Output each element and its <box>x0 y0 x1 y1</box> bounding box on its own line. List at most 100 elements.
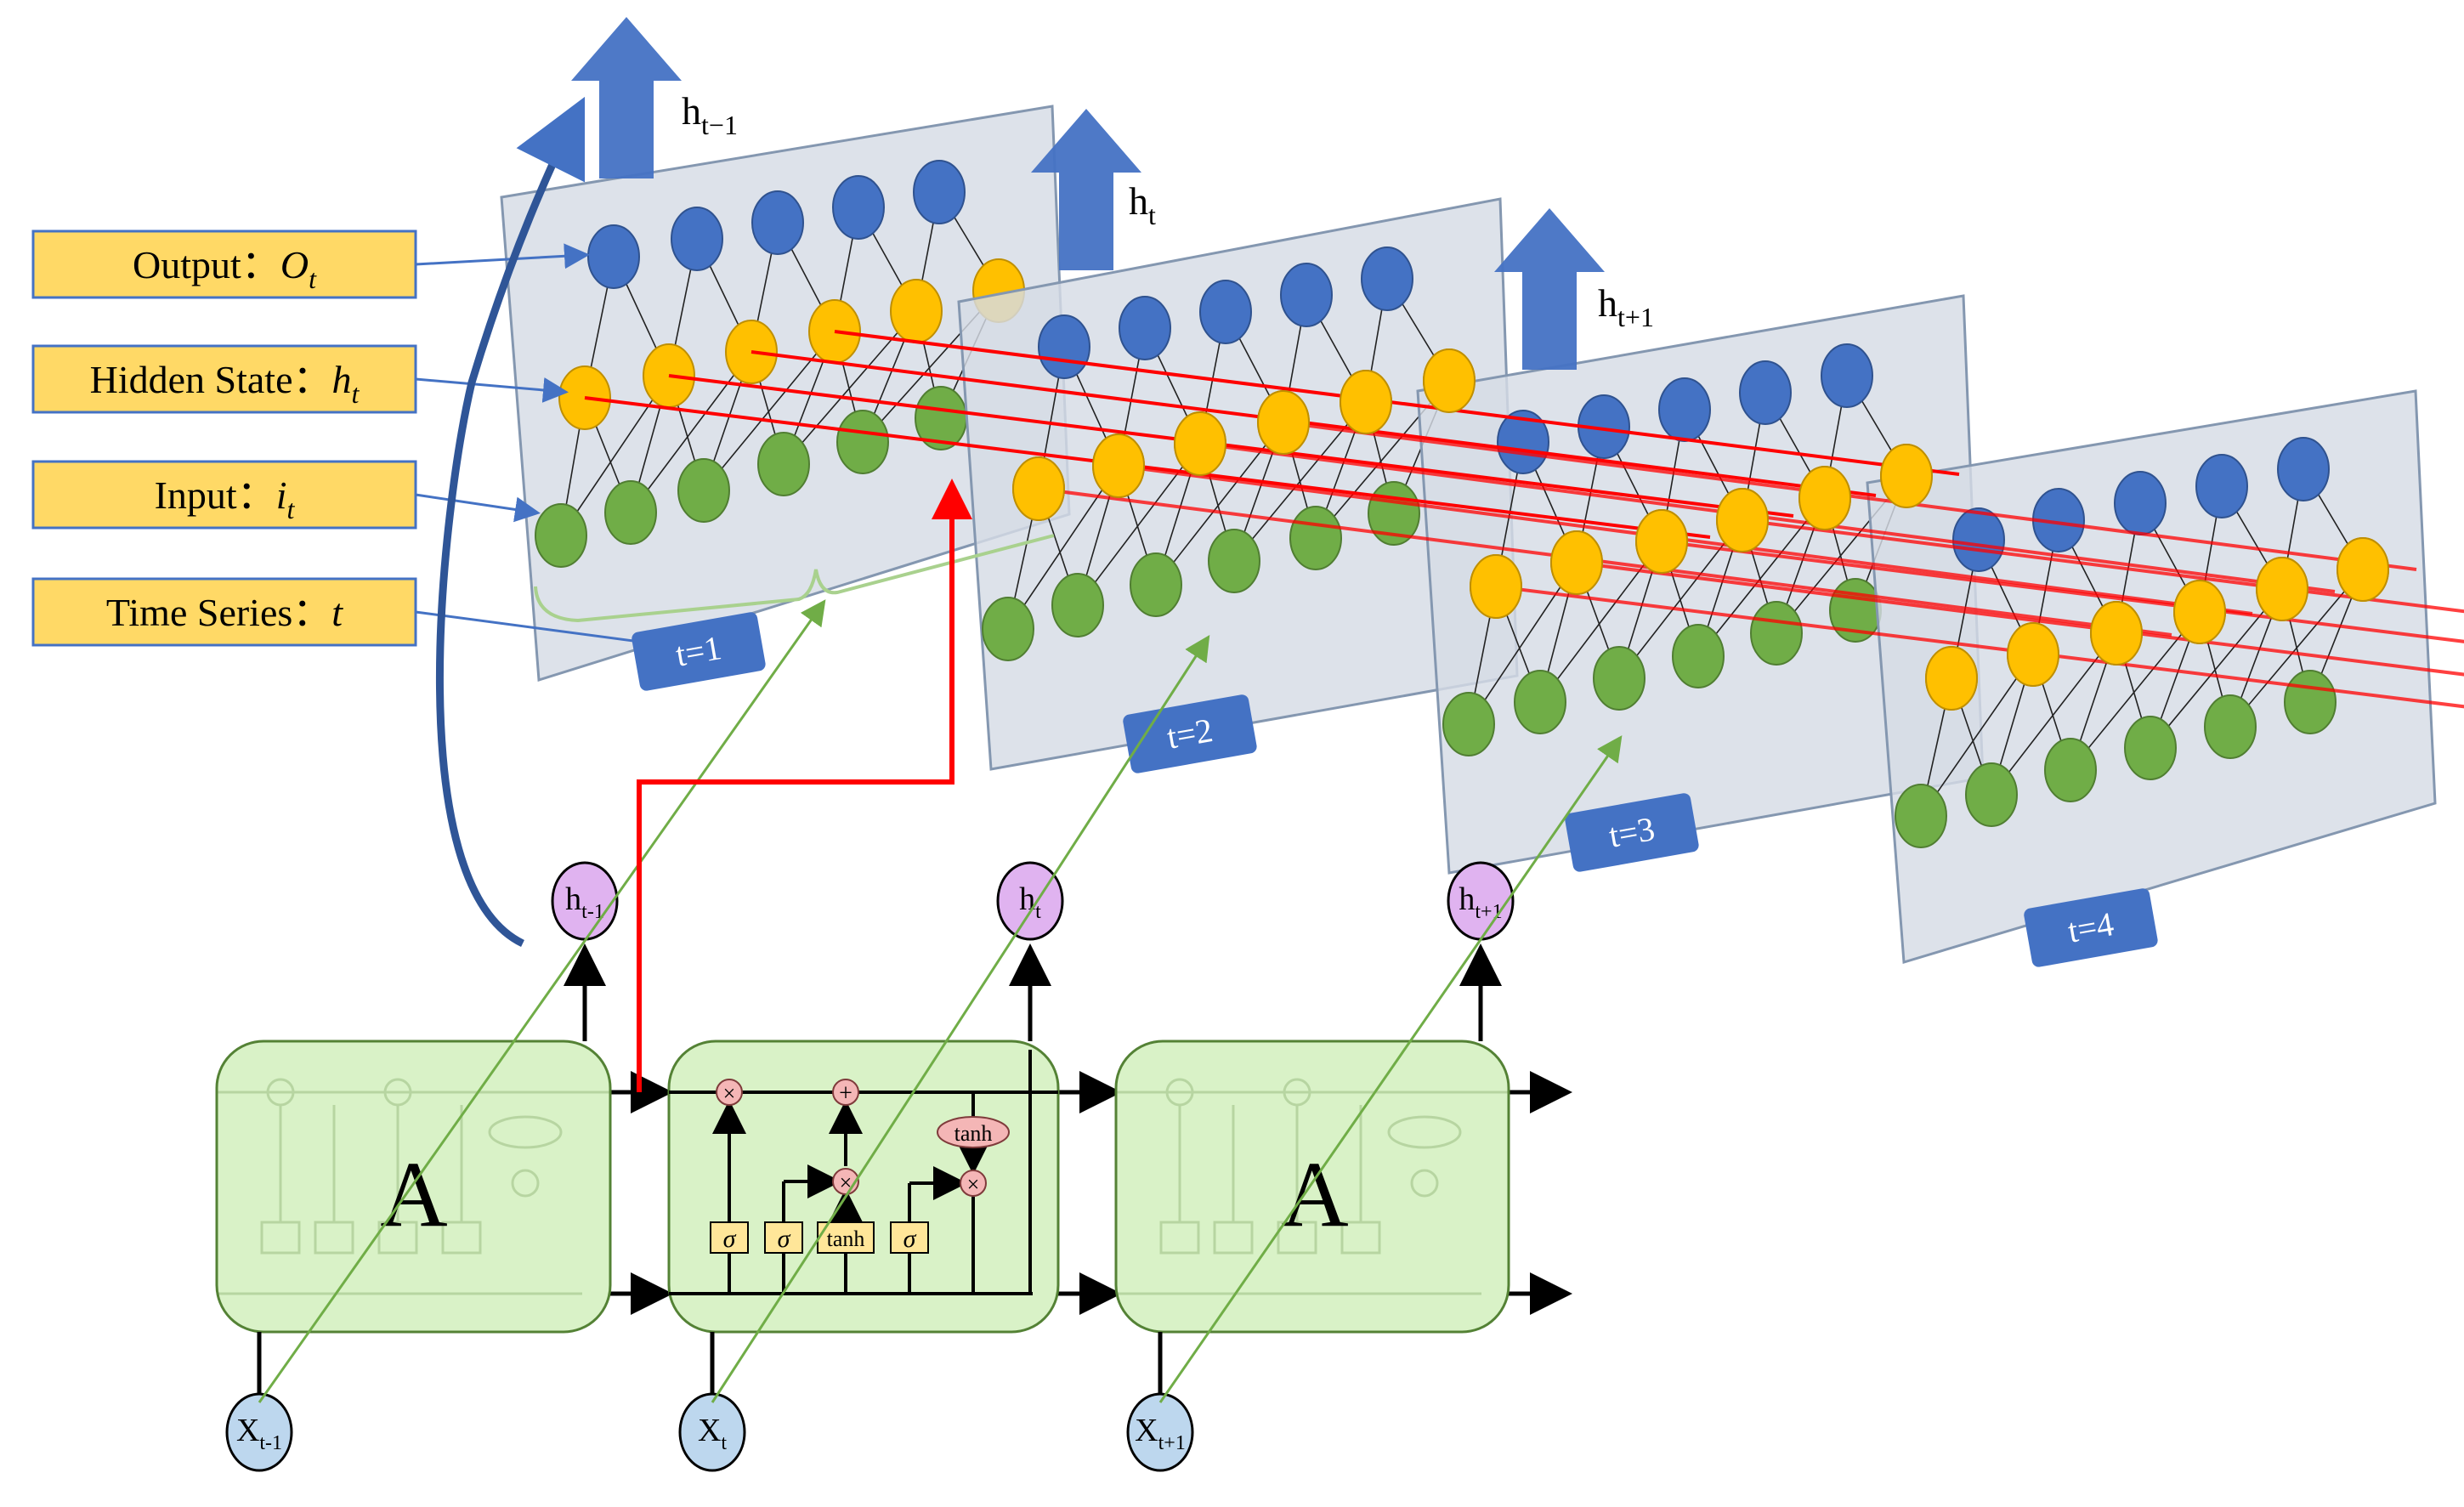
time-tags: t=1 t=2 t=3 t=4 <box>632 612 2158 967</box>
svg-text:Xt: Xt <box>698 1413 727 1454</box>
time-step-networks <box>500 105 2464 964</box>
svg-text:Time Series：t: Time Series：t <box>106 591 343 634</box>
svg-text:Hidden State：ht: Hidden State：ht <box>90 358 360 409</box>
input-node <box>677 458 730 523</box>
output-node <box>1361 246 1413 311</box>
hidden-node <box>1880 444 1933 508</box>
output-node <box>1821 343 1873 408</box>
input-node <box>2044 738 2097 802</box>
hidden-node <box>1174 411 1226 476</box>
hidden-node <box>2337 537 2389 602</box>
hidden-node <box>1423 348 1476 413</box>
svg-text:ht: ht <box>1129 179 1156 230</box>
svg-text:+: + <box>839 1080 852 1107</box>
legend-hidden-state: Hidden State：ht <box>31 344 417 414</box>
input-node <box>535 503 587 568</box>
x-node-current: Xt <box>678 1392 746 1472</box>
svg-text:σ: σ <box>723 1225 737 1253</box>
legend-pointers <box>415 243 677 656</box>
hidden-state-transfer-line <box>637 479 972 1092</box>
output-node <box>1280 263 1333 327</box>
lstm-cell-current <box>667 1040 1060 1334</box>
svg-text:σ: σ <box>778 1225 791 1253</box>
network-t1 <box>500 105 1071 682</box>
output-node <box>1038 314 1090 379</box>
output-node <box>1119 296 1171 360</box>
hidden-node <box>2007 622 2059 687</box>
arrow-label-h-prev: ht−1 <box>682 89 738 140</box>
output-node <box>1199 280 1252 344</box>
svg-text:×: × <box>840 1170 852 1195</box>
svg-text:t=3: t=3 <box>1606 809 1658 855</box>
output-node <box>671 207 723 271</box>
hidden-node <box>1635 509 1688 574</box>
cell-label-a-left: A <box>380 1142 447 1246</box>
output-up-arrows <box>571 17 1605 370</box>
hidden-node <box>2173 580 2226 644</box>
output-node <box>832 175 885 240</box>
svg-text:t=4: t=4 <box>2065 904 2117 950</box>
svg-text:σ: σ <box>903 1225 917 1253</box>
input-node <box>1514 670 1566 734</box>
hidden-node <box>1925 646 1978 711</box>
output-node <box>1739 360 1792 425</box>
svg-text:Xt+1: Xt+1 <box>1135 1413 1186 1454</box>
network-overlay-t2 <box>1012 348 1476 521</box>
hidden-node <box>2256 557 2308 621</box>
input-node <box>2124 716 2177 780</box>
cell-label-a-right: A <box>1281 1142 1348 1246</box>
x-node-next: Xt+1 <box>1126 1392 1194 1472</box>
svg-text:tanh: tanh <box>827 1227 865 1251</box>
hidden-node <box>1257 390 1310 455</box>
input-node <box>2204 694 2257 759</box>
input-node <box>1442 692 1495 756</box>
time-tag-1: t=1 <box>632 612 766 691</box>
input-node <box>1208 529 1260 593</box>
input-node <box>1965 762 2018 827</box>
arrow-label-h-cur: ht <box>1129 179 1156 230</box>
input-mapping-lines <box>258 599 1623 1403</box>
h-node-next: ht+1 <box>1447 861 1515 941</box>
hidden-node <box>1550 530 1603 595</box>
hidden-node <box>1340 370 1392 434</box>
output-node <box>587 224 640 289</box>
arrow-label-h-next: ht+1 <box>1598 281 1654 332</box>
input-node <box>1895 784 1947 848</box>
time-tag-4: t=4 <box>2024 888 2158 967</box>
output-node <box>1952 507 2005 572</box>
svg-text:t=2: t=2 <box>1164 711 1216 756</box>
svg-text:tanh: tanh <box>954 1121 993 1146</box>
svg-text:ht−1: ht−1 <box>682 89 738 140</box>
hidden-node <box>1092 433 1145 498</box>
h-node-prev: ht-1 <box>551 861 619 941</box>
output-node <box>751 190 804 255</box>
output-node <box>1497 410 1549 474</box>
output-node <box>1658 377 1711 442</box>
input-node <box>757 432 810 496</box>
hidden-node <box>1798 466 1851 530</box>
input-node <box>2284 670 2337 734</box>
lstm-cell-internals: × + × × tanh σ σ tanh σ <box>669 1050 1058 1295</box>
input-node <box>1289 506 1342 570</box>
legend-time-series: Time Series：t <box>31 577 417 647</box>
lstm-cell-prev <box>215 1040 612 1334</box>
legend-output: Output：Ot <box>31 229 417 299</box>
svg-text:ht+1: ht+1 <box>1598 281 1654 332</box>
input-node <box>1750 601 1803 666</box>
svg-text:×: × <box>723 1081 736 1106</box>
input-node <box>982 597 1034 661</box>
network-overlay-t4 <box>1925 537 2389 711</box>
input-node <box>1672 624 1725 688</box>
lstm-chain: A A <box>215 861 1572 1472</box>
time-tag-2: t=2 <box>1123 694 1257 773</box>
output-up-arrow <box>1494 208 1605 370</box>
network-overlay-t3 <box>1470 444 1933 619</box>
svg-text:Output：Ot: Output：Ot <box>133 243 317 294</box>
hidden-node <box>2090 601 2143 666</box>
svg-text:×: × <box>967 1172 980 1197</box>
hidden-node <box>1716 488 1769 552</box>
output-node <box>2277 437 2330 501</box>
svg-text:ht+1: ht+1 <box>1459 881 1502 923</box>
input-node <box>604 480 657 545</box>
